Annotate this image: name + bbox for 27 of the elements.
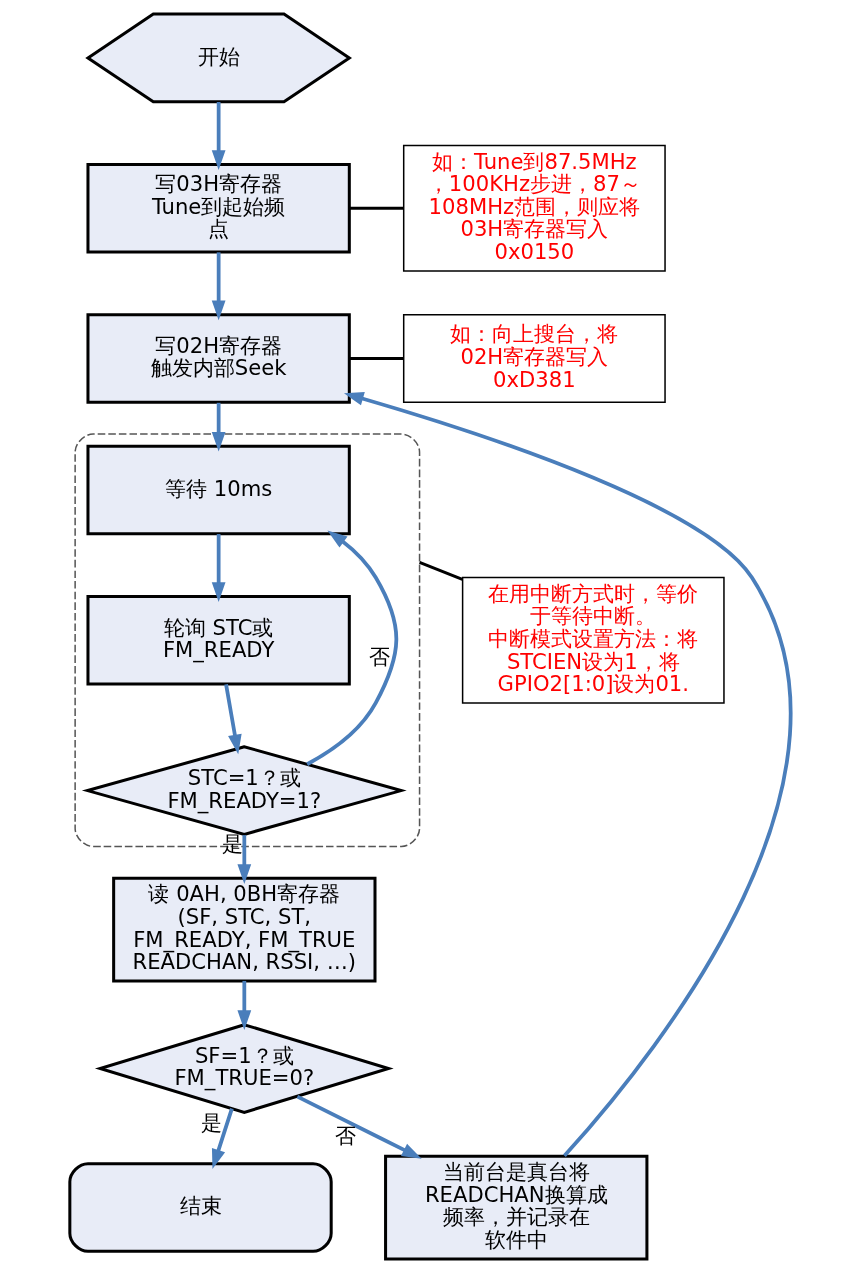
arrow [211, 102, 226, 170]
node-box: 当前台是真台将READCHAN换算成频率，并记录在软件中 [383, 1154, 648, 1261]
node-box: 如：向上搜台，将02H寄存器写入0xD381 [402, 313, 666, 404]
node-box: 写02H寄存器触发内部Seek [85, 313, 351, 404]
arrow [305, 530, 398, 766]
node-box: 等待 10ms [85, 444, 351, 536]
connector [418, 561, 463, 581]
node-box: 如：Tune到87.5MHz，100KHz步进，87～108MHz范围，则应将03H寄存器写入0x0150 [402, 144, 666, 272]
arrow [211, 534, 226, 602]
arrow [236, 835, 251, 884]
arrow [223, 684, 242, 755]
node-diamond: SF=1？或FM_TRUE=0? [94, 1023, 394, 1114]
arrow [343, 392, 792, 1158]
arrow [211, 402, 226, 452]
node-box: 轮询 STC或FM_READY [85, 594, 351, 686]
arrow [236, 980, 251, 1031]
arrow [211, 252, 226, 321]
node-box: 在用中断方式时，等价于等待中断。 中断模式设置方法：将STCIEN设为1，将GPIO2[1:0]设为01. [461, 576, 725, 704]
node-box: 结束 [67, 1162, 333, 1253]
node-box: 读 0AH, 0BH寄存器(SF, STC, ST, FM_READY, FM_TRUE READCHAN, RSSI, …) [111, 876, 376, 983]
connector [348, 357, 404, 361]
edge-label: 否 [334, 1123, 356, 1149]
arrow [211, 1108, 234, 1169]
arrow [296, 1094, 422, 1159]
node-box: 写03H寄存器Tune到起始频点 [85, 162, 351, 254]
edge-label: 否 [368, 643, 390, 669]
connector [348, 206, 404, 210]
